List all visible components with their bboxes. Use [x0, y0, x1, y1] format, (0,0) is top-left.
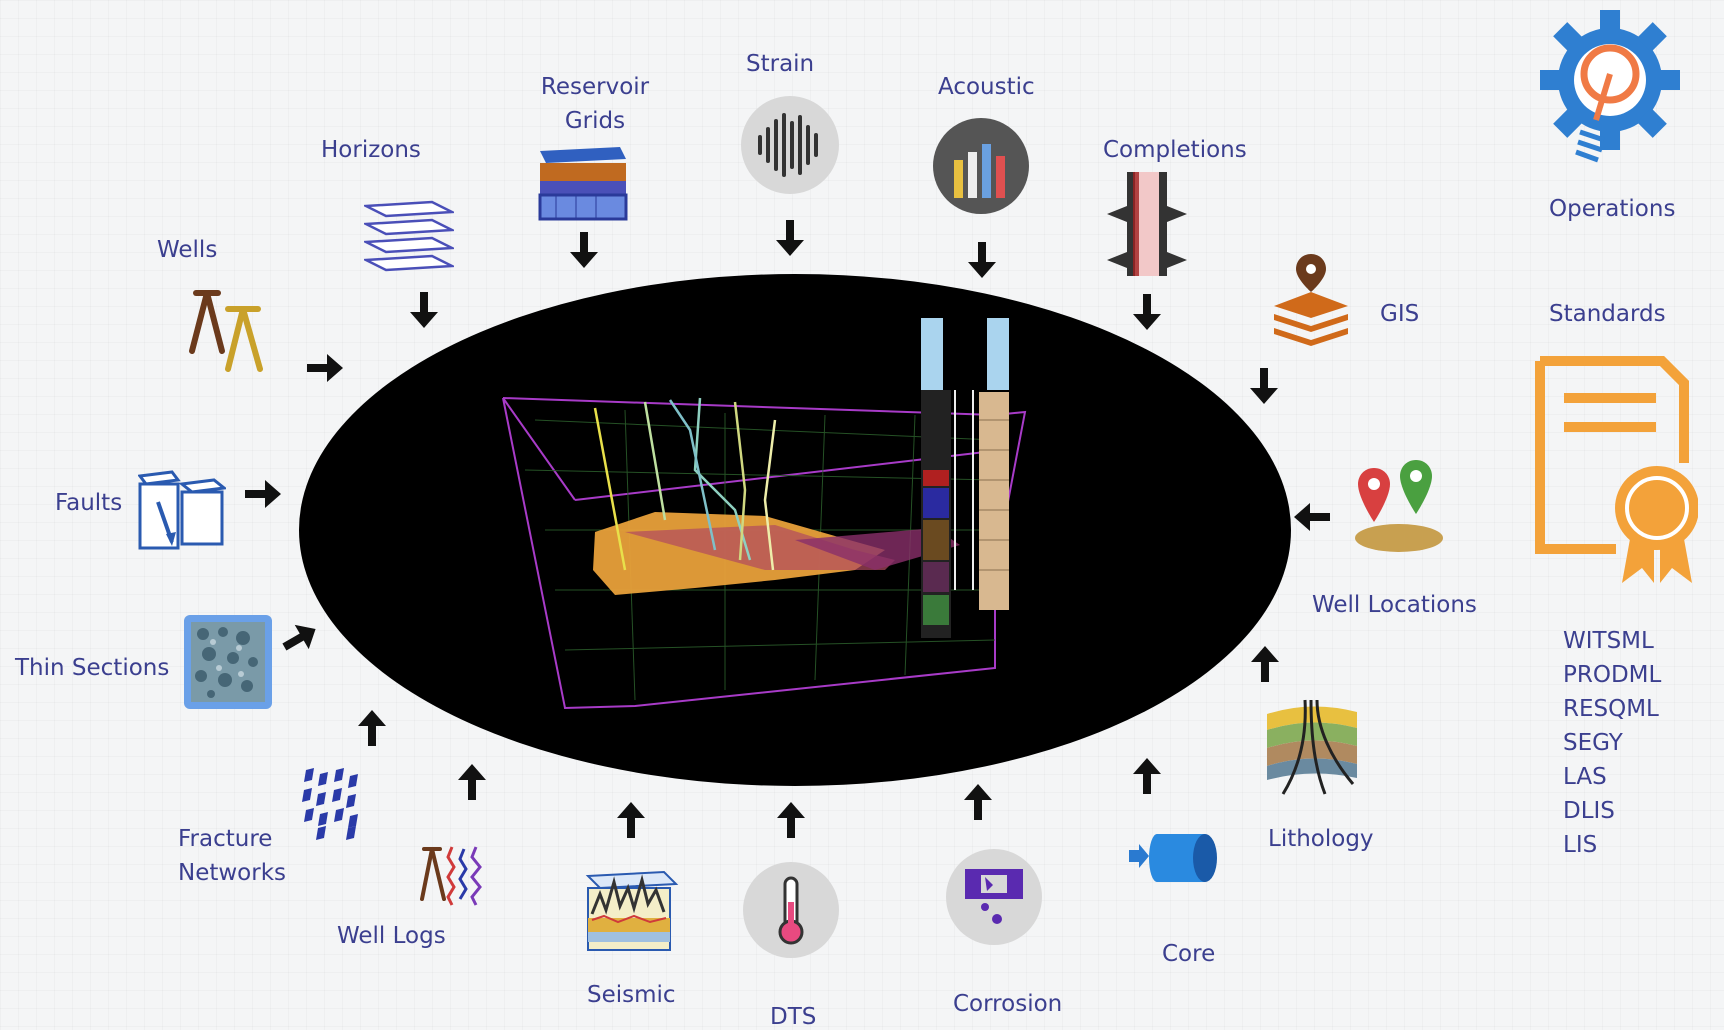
arrow-from-completions — [1133, 294, 1161, 330]
label-thin-sections: Thin Sections — [15, 655, 170, 681]
standard-item: WITSML — [1563, 628, 1654, 654]
corrosion-icon — [946, 849, 1042, 945]
label-strain: Strain — [746, 51, 815, 77]
label-well-logs: Well Logs — [337, 923, 446, 949]
standard-item: LAS — [1563, 764, 1607, 790]
fault-block-icon — [138, 470, 226, 550]
label-fracture-networks-line1: Fracture — [178, 826, 273, 852]
arrow-from-thin-sections — [282, 624, 316, 651]
label-horizons: Horizons — [321, 137, 421, 163]
arrow-from-gis — [1250, 368, 1278, 404]
label-reservoir-grids-line2: Grids — [564, 108, 626, 134]
label-core: Core — [1162, 941, 1216, 967]
standard-item: RESQML — [1563, 696, 1659, 722]
thermometer-icon — [743, 862, 839, 958]
standards-list: WITSML PRODML RESQML SEGY LAS DLIS LIS — [1563, 624, 1661, 862]
label-dts: DTS — [770, 1004, 817, 1030]
arrow-from-well-locations — [1294, 503, 1330, 531]
standard-item: DLIS — [1563, 798, 1615, 824]
arrow-from-reservoir-grids — [570, 232, 598, 268]
label-lithology: Lithology — [1268, 826, 1374, 852]
label-faults: Faults — [55, 490, 123, 516]
label-operations: Operations — [1549, 196, 1676, 222]
arrow-from-faults — [245, 480, 281, 508]
derrick-icon — [189, 290, 263, 372]
standard-item: LIS — [1563, 832, 1598, 858]
waveform-icon — [741, 96, 839, 194]
label-fracture-networks-line2: Networks — [178, 860, 287, 886]
location-pins-icon — [1355, 460, 1443, 552]
lithology-icon — [1267, 699, 1357, 795]
bar-meter-icon — [933, 118, 1029, 214]
arrow-from-strain — [776, 220, 804, 256]
standard-item: PRODML — [1563, 662, 1662, 688]
label-reservoir-grids: Reservoir Grids — [530, 70, 660, 138]
fracture-pattern-icon — [302, 768, 358, 840]
wellbore-icon — [1107, 172, 1187, 276]
well-log-icon — [420, 846, 482, 906]
label-wells: Wells — [157, 237, 218, 263]
microscope-slide-icon — [184, 615, 272, 709]
arrow-from-seismic — [617, 802, 645, 838]
arrow-from-acoustic — [968, 242, 996, 278]
label-completions: Completions — [1103, 137, 1247, 163]
arrow-from-well-logs — [458, 764, 486, 800]
label-reservoir-grids-line1: Reservoir — [540, 74, 650, 100]
grid-block-icon — [538, 147, 628, 221]
core-cylinder-icon — [1129, 834, 1217, 882]
arrow-from-fracture-networks — [358, 710, 386, 746]
certificate-icon — [1535, 356, 1698, 583]
label-corrosion: Corrosion — [953, 991, 1063, 1017]
arrow-from-core — [1133, 758, 1161, 794]
arrow-from-dts — [777, 802, 805, 838]
label-seismic: Seismic — [587, 982, 676, 1008]
arrow-from-horizons — [410, 292, 438, 328]
seismic-cube-icon — [585, 870, 679, 951]
gear-bulb-icon — [1540, 10, 1680, 163]
standard-item: SEGY — [1563, 730, 1623, 756]
arrow-from-corrosion — [964, 784, 992, 820]
arrow-from-wells — [307, 354, 343, 382]
label-gis: GIS — [1380, 301, 1420, 327]
label-well-locations: Well Locations — [1312, 592, 1477, 618]
stacked-layers-icon — [364, 200, 454, 272]
label-standards: Standards — [1549, 301, 1666, 327]
central-visualization — [299, 274, 1291, 786]
arrow-from-lithology — [1251, 646, 1279, 682]
label-acoustic: Acoustic — [938, 74, 1035, 100]
map-pin-layers-icon — [1274, 254, 1348, 346]
label-fracture-networks: Fracture Networks — [178, 822, 286, 890]
